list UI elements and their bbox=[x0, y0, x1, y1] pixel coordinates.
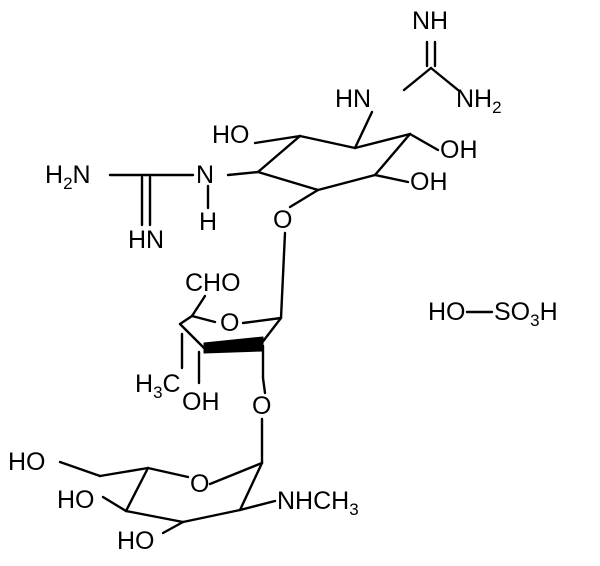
nhch3-subscript: 3 bbox=[349, 500, 358, 519]
hydroxyl-ch2oh-label: HO bbox=[8, 448, 46, 476]
methylamino-nhch3-label: NHCH3 bbox=[277, 487, 359, 519]
amine-h2n-left-label: H2N bbox=[45, 161, 91, 193]
amine-h-left-label: H bbox=[199, 208, 217, 236]
sulfuric-acid-so3h-label: SO3H bbox=[494, 298, 558, 330]
bond-lines bbox=[58, 40, 494, 535]
aldehyde-cho-label: CHO bbox=[185, 269, 241, 297]
hydroxyl-glucosamine-mid-label: HO bbox=[57, 486, 95, 514]
sulfuric-acid-ho-label: HO bbox=[428, 298, 466, 326]
nh2-top-subscript: 2 bbox=[492, 98, 501, 117]
hydroxyl-ring1-left-label: HO bbox=[212, 121, 250, 149]
h3c-subscript: 3 bbox=[153, 383, 162, 402]
hydroxyl-ring1-lower-label: OH bbox=[410, 168, 448, 196]
nhch3-main: NHCH bbox=[277, 487, 349, 515]
imine-nh-top-label: NH bbox=[412, 7, 448, 35]
so3h-h: H bbox=[540, 298, 558, 326]
atom-labels: NH NH2 HN HO OH OH H2N N H HN O CHO O H3… bbox=[8, 7, 558, 555]
h2n-h: H bbox=[45, 161, 63, 189]
glycosidic-oxygen-2-label: O bbox=[252, 392, 271, 420]
amine-n-left-label: N bbox=[196, 161, 214, 189]
so3h-subscript: 3 bbox=[530, 311, 539, 330]
h3c-c: C bbox=[163, 370, 181, 398]
glucosamine-ring-oxygen-label: O bbox=[190, 470, 209, 498]
h2n-subscript: 2 bbox=[63, 174, 72, 193]
h3c-h: H bbox=[135, 370, 153, 398]
nh2-top-main: NH bbox=[456, 85, 492, 113]
glycosidic-oxygen-1-label: O bbox=[273, 206, 292, 234]
amine-nh2-top-label: NH2 bbox=[456, 85, 502, 117]
hydroxyl-ring1-right-label: OH bbox=[440, 136, 478, 164]
so3h-so: SO bbox=[494, 298, 530, 326]
bold-bonds bbox=[203, 336, 264, 354]
hydroxyl-streptose-label: OH bbox=[182, 388, 220, 416]
methyl-h3c-label: H3C bbox=[135, 370, 181, 402]
imine-hn-left-label: HN bbox=[128, 226, 164, 254]
h2n-n: N bbox=[73, 161, 91, 189]
hydroxyl-glucosamine-bottom-label: HO bbox=[117, 527, 155, 555]
hn-top-label: HN bbox=[335, 85, 371, 113]
streptose-ring-oxygen-label: O bbox=[220, 309, 239, 337]
